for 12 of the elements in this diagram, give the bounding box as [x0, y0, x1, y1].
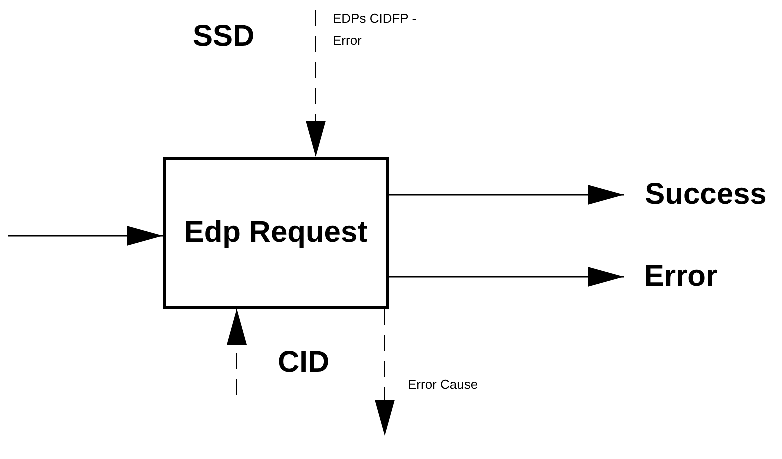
arrow — [389, 267, 624, 287]
arrow — [306, 10, 326, 158]
process-box — [163, 157, 389, 309]
section-label: CID — [278, 346, 330, 380]
arrow — [389, 185, 624, 205]
section-label: SSD — [193, 20, 255, 54]
arrow — [8, 226, 163, 246]
output-label: Success — [645, 178, 767, 212]
arrow — [227, 308, 247, 396]
box-title: Edp Request — [184, 216, 368, 250]
arrow — [375, 308, 395, 436]
output-label: Error — [644, 260, 718, 294]
